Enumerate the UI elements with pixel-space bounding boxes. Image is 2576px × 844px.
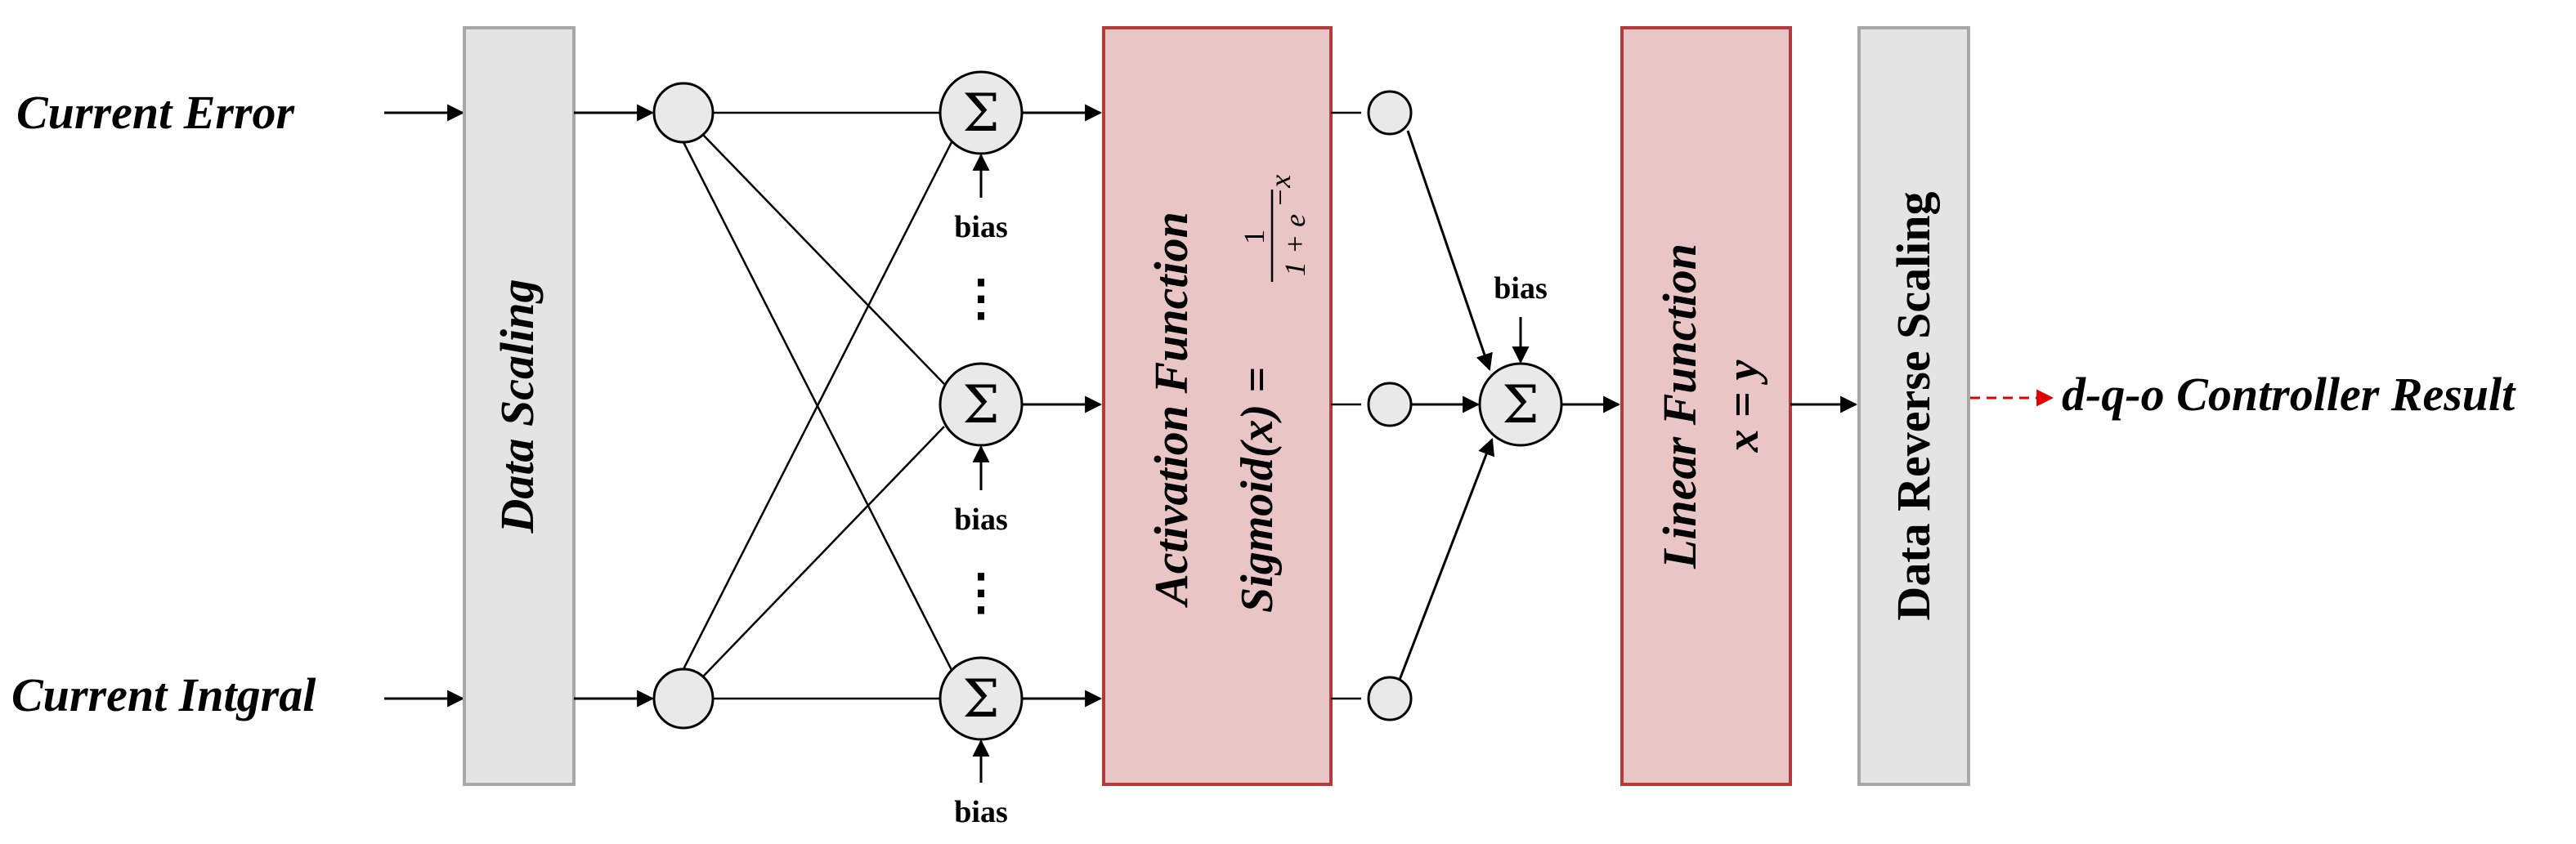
input-node-error xyxy=(652,82,715,144)
hidden-sum-node-top: Σ xyxy=(939,70,1024,155)
sum-symbol: Σ xyxy=(962,669,999,730)
bias-label-middle: bias xyxy=(954,502,1007,537)
bias-label-bottom: bias xyxy=(954,795,1007,829)
activated-node-top xyxy=(1367,90,1413,136)
activation-function-block xyxy=(1102,26,1333,786)
activation-function-label: Activation Function xyxy=(1145,212,1198,608)
linear-formula: x = y xyxy=(1718,359,1768,453)
sigmoid-numerator: 1 xyxy=(1238,230,1270,244)
bias-label-top: bias xyxy=(954,210,1007,244)
sigmoid-lhs: Sigmoid(x) = xyxy=(1232,367,1283,613)
to-output-sum-arrow-bottom xyxy=(1398,438,1495,681)
sigmoid-denominator: 1 + e xyxy=(1279,214,1311,276)
sigmoid-exponent: −x xyxy=(1264,175,1297,208)
sum-symbol: Σ xyxy=(962,375,999,435)
data-scaling-label: Data Scaling xyxy=(491,279,544,534)
hidden-sum-node-bottom: Σ xyxy=(939,656,1024,741)
linear-function-label: Linear Function xyxy=(1653,243,1706,569)
sigmoid-formula: Sigmoid(x) = 1 1 + e −x xyxy=(1232,175,1311,613)
input-hidden-connections xyxy=(681,111,954,700)
activated-node-bottom xyxy=(1367,676,1413,721)
input-node-integral xyxy=(652,668,715,730)
data-reverse-scaling-label: Data Reverse Scaling xyxy=(1887,191,1940,620)
bias-label-output: bias xyxy=(1494,271,1547,306)
ellipsis-upper: ⋮ xyxy=(956,271,1006,325)
data-scaling-block xyxy=(463,26,576,786)
current-integral-label: Current Intgral xyxy=(11,668,316,721)
linear-function-block xyxy=(1620,26,1792,786)
ellipsis-lower: ⋮ xyxy=(956,565,1006,619)
sum-symbol: Σ xyxy=(1502,375,1539,435)
sum-symbol: Σ xyxy=(962,83,999,144)
output-sum-node: Σ xyxy=(1478,362,1563,447)
hidden-sum-node-middle: Σ xyxy=(939,362,1024,447)
to-output-sum-arrow-top xyxy=(1406,130,1493,371)
controller-result-label: d-q-o Controller Result xyxy=(2062,368,2516,421)
current-error-label: Current Error xyxy=(16,86,295,139)
data-reverse-scaling-block xyxy=(1857,26,1970,786)
activated-node-middle xyxy=(1367,382,1413,427)
